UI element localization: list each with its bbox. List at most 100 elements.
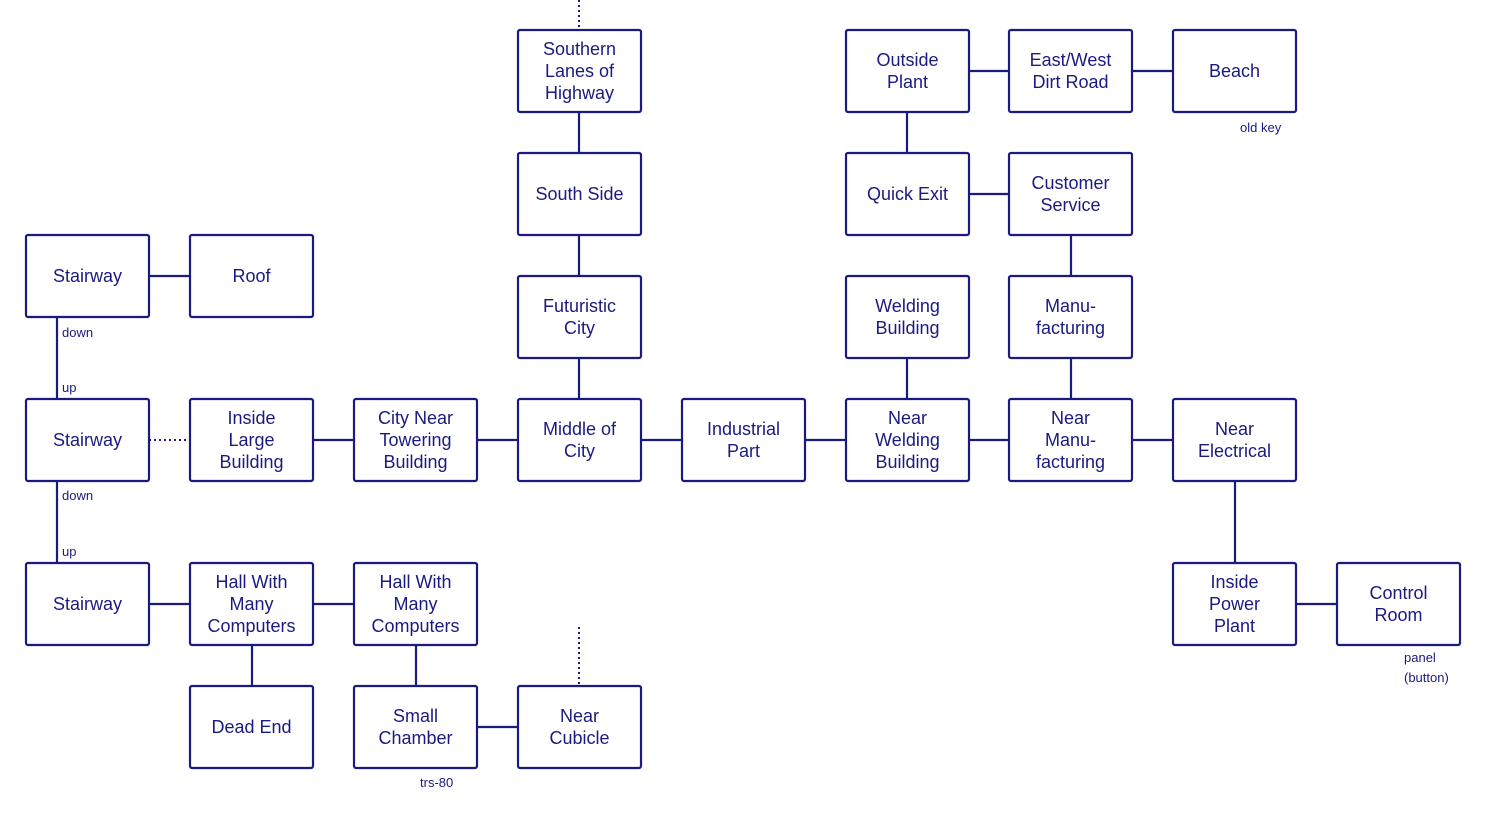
- note-up: up: [62, 544, 76, 559]
- room-label: Cubicle: [549, 728, 609, 748]
- room-label: Near: [560, 706, 599, 726]
- room-south-side: South Side: [516, 151, 643, 237]
- room-label: Dead End: [211, 717, 291, 737]
- room-quick-exit: Quick Exit: [844, 151, 971, 237]
- room-label: Beach: [1209, 61, 1260, 81]
- room-label: Stairway: [53, 430, 122, 450]
- note-down: down: [62, 488, 93, 503]
- room-box: [352, 397, 479, 483]
- room-label: Electrical: [1198, 441, 1271, 461]
- note-down: down: [62, 325, 93, 340]
- room-label: Manu-: [1045, 430, 1096, 450]
- room-box: [1335, 561, 1462, 647]
- room-label: Inside: [227, 408, 275, 428]
- room-label: Building: [875, 452, 939, 472]
- room-label: Many: [393, 594, 437, 614]
- room-label: Control: [1369, 583, 1427, 603]
- room-label: Manu-: [1045, 296, 1096, 316]
- room-box: [1171, 561, 1298, 647]
- room-label: Computers: [207, 616, 295, 636]
- room-box: [516, 274, 643, 360]
- room-label: Highway: [545, 83, 614, 103]
- room-box: [24, 561, 151, 647]
- room-box: [188, 684, 315, 770]
- room-label: Chamber: [378, 728, 452, 748]
- room-label: Stairway: [53, 266, 122, 286]
- room-label: Power: [1209, 594, 1260, 614]
- room-box: [1007, 151, 1134, 237]
- room-stairway-top: Stairway: [24, 233, 151, 319]
- room-label: Near: [888, 408, 927, 428]
- room-label: City: [564, 318, 595, 338]
- room-box: [680, 397, 807, 483]
- room-box: [1007, 397, 1134, 483]
- room-label: facturing: [1036, 452, 1105, 472]
- room-label: Stairway: [53, 594, 122, 614]
- room-label: Many: [229, 594, 273, 614]
- room-label: City: [564, 441, 595, 461]
- room-label: Welding: [875, 430, 940, 450]
- room-box: [844, 397, 971, 483]
- room-label: Hall With: [379, 572, 451, 592]
- room-label: East/West: [1030, 50, 1112, 70]
- room-label: Roof: [232, 266, 271, 286]
- room-label: Large: [228, 430, 274, 450]
- room-label: Part: [727, 441, 760, 461]
- room-label: facturing: [1036, 318, 1105, 338]
- room-label: Small: [393, 706, 438, 726]
- room-box: [352, 684, 479, 770]
- room-label: Middle of: [543, 419, 617, 439]
- room-box: [24, 397, 151, 483]
- room-label: Customer: [1031, 173, 1109, 193]
- room-label: Building: [219, 452, 283, 472]
- note-panel: panel: [1404, 650, 1436, 665]
- room-box: [844, 28, 971, 114]
- room-box: [188, 233, 315, 319]
- room-label: Hall With: [215, 572, 287, 592]
- room-label: Near: [1215, 419, 1254, 439]
- room-box: [188, 561, 315, 647]
- room-manufacturing: Manu-facturing: [1007, 274, 1134, 360]
- note-up: up: [62, 380, 76, 395]
- room-box: [1171, 28, 1298, 114]
- room-box: [188, 397, 315, 483]
- room-box: [516, 28, 643, 114]
- room-label: Southern: [543, 39, 616, 59]
- room-beach: Beach: [1171, 28, 1298, 114]
- room-label: Building: [383, 452, 447, 472]
- room-label: South Side: [535, 184, 623, 204]
- room-label: Building: [875, 318, 939, 338]
- connectors: [55, 0, 1337, 729]
- room-box: [516, 151, 643, 237]
- room-box: [516, 397, 643, 483]
- room-box: [24, 233, 151, 319]
- room-roof: Roof: [188, 233, 315, 319]
- room-box: [352, 561, 479, 647]
- room-box: [844, 274, 971, 360]
- room-label: Computers: [371, 616, 459, 636]
- room-label: Futuristic: [543, 296, 616, 316]
- annotations: old key down up down up panel (button) t…: [62, 120, 1449, 790]
- room-label: Inside: [1210, 572, 1258, 592]
- room-box: [844, 151, 971, 237]
- room-label: Towering: [379, 430, 451, 450]
- room-label: Welding: [875, 296, 940, 316]
